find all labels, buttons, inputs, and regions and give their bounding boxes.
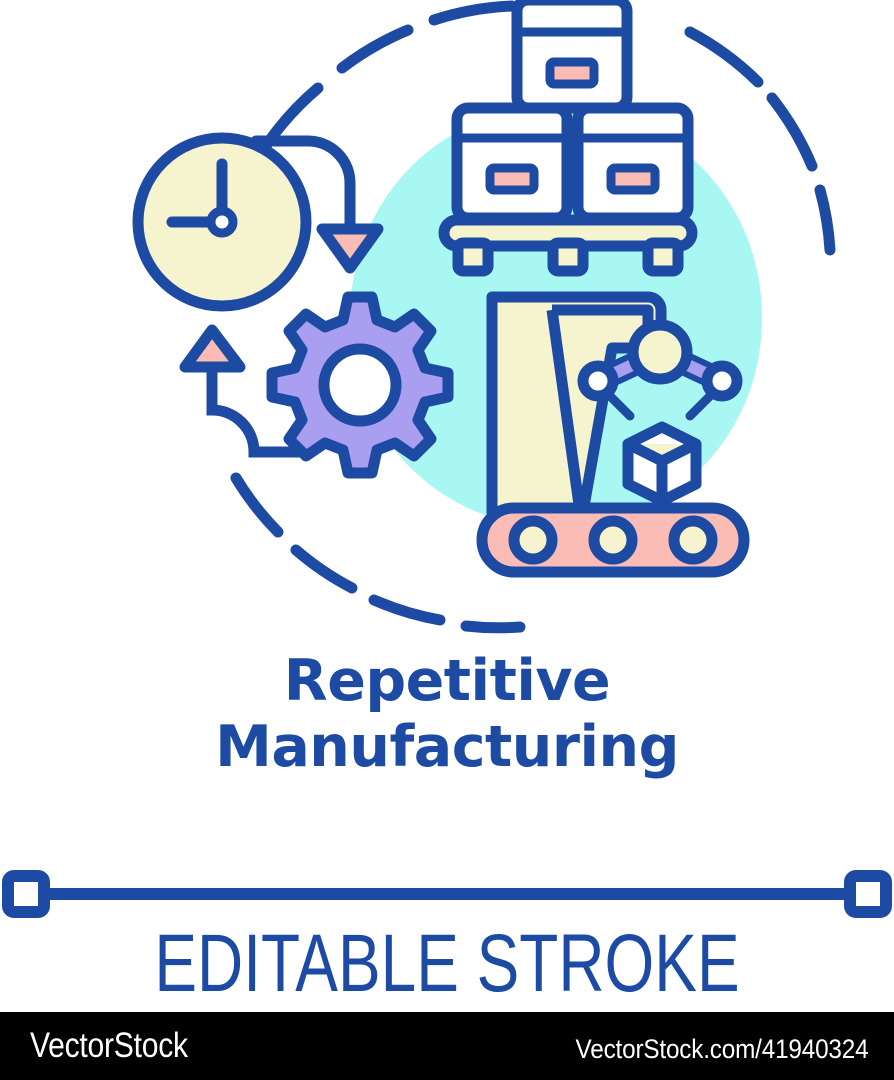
page-title-line-1: Repetitive	[283, 648, 611, 714]
dashed-circle-arc-bottom	[230, 472, 526, 634]
divider-handle-left[interactable]	[2, 870, 50, 918]
watermark-footer: VectorStock VectorStock.com/41940324	[0, 1012, 894, 1080]
dashed-circle-arc-right	[684, 26, 836, 256]
cube-package	[622, 421, 702, 507]
divider-graphic	[2, 870, 892, 918]
footer-url: VectorStock.com/41940324	[575, 1034, 868, 1064]
cycle-arrow-down	[316, 223, 384, 274]
stroke-width-divider	[0, 862, 894, 920]
divider-handle-right[interactable]	[844, 870, 892, 918]
cycle-path-bottom	[206, 362, 306, 458]
illustration-artboard	[132, 0, 836, 634]
footer-brand-name: VectorStock	[30, 1026, 188, 1065]
editable-stroke-label: EDITABLE STROKE	[154, 918, 740, 1009]
page-title-line-2: Manufacturing	[215, 714, 679, 780]
cycle-arrow-up	[179, 324, 246, 373]
carton-top	[511, 0, 633, 114]
clock-icon	[132, 132, 312, 312]
gear-icon	[266, 291, 454, 479]
cycle-path-top	[250, 135, 356, 234]
robot-arm	[577, 319, 743, 421]
carton-right	[572, 102, 694, 224]
editable-stroke-label-wrap: EDITABLE STROKE	[0, 916, 894, 1022]
page-title: Repetitive Manufacturing	[0, 648, 894, 780]
pallet	[438, 214, 698, 277]
carton-left	[451, 102, 573, 224]
conveyor-belt	[476, 502, 750, 578]
